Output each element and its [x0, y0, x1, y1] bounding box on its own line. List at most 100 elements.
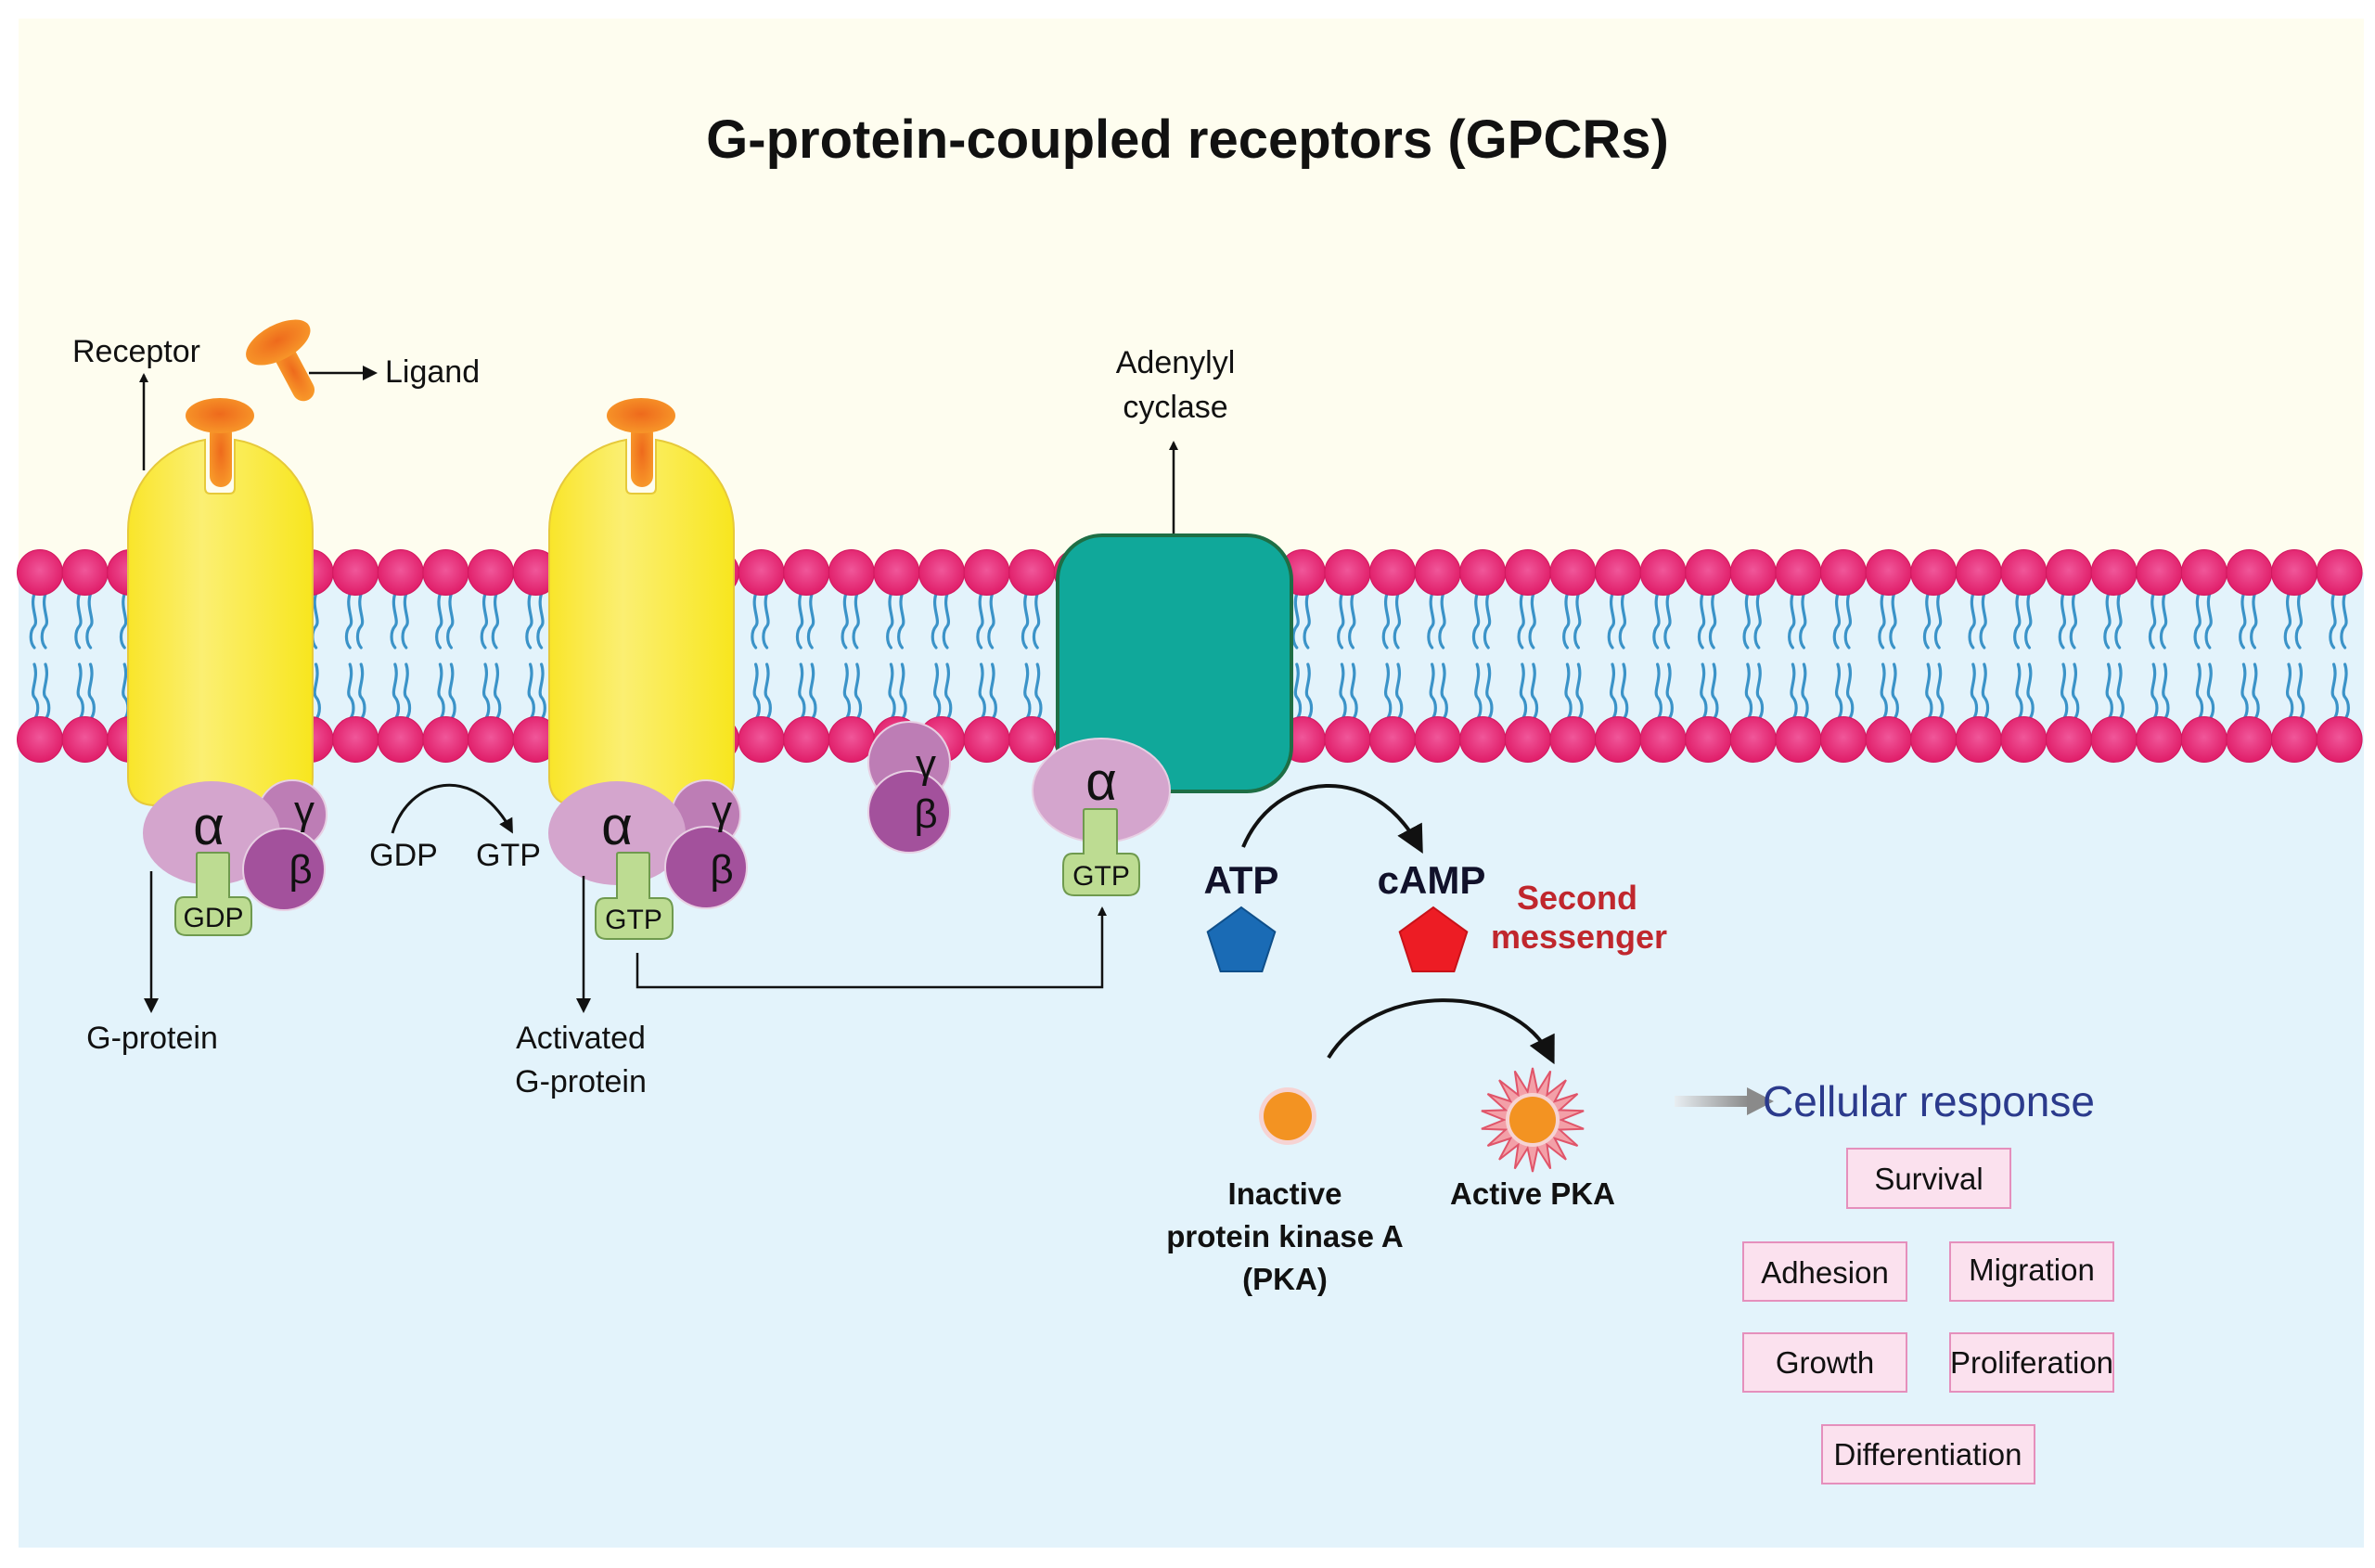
phospholipid-head [1865, 716, 1912, 763]
lipid-tail [1471, 592, 1481, 649]
phospholipid-head [1459, 549, 1507, 596]
lipid-tail [1834, 662, 1843, 721]
lipid-tail [1880, 662, 1888, 721]
lipid-tail [525, 592, 533, 649]
phospholipid-head [2271, 716, 2317, 763]
gamma-label: γ [712, 788, 732, 833]
phospholipid-head [963, 716, 1010, 763]
phospholipid-head [738, 549, 785, 596]
lipid-tail [527, 662, 535, 721]
lipid-tail [841, 592, 849, 649]
lipid-tail [1755, 662, 1765, 721]
bound-ligand-icon [607, 398, 675, 487]
phospholipid-head [2000, 716, 2048, 763]
lipid-tail [401, 592, 409, 649]
lipid-tail [481, 662, 491, 721]
free-ligand-icon [246, 319, 315, 402]
lipid-tail [1801, 662, 1809, 721]
svg-text:Survival: Survival [1874, 1162, 1983, 1196]
beta-label: β [289, 847, 312, 893]
lipid-tail [2193, 592, 2202, 649]
phospholipid-head [1324, 549, 1371, 596]
lipid-tail [2114, 592, 2123, 649]
lipid-tail [2294, 592, 2304, 649]
beta-gamma-dimer: γ β [867, 721, 951, 854]
alpha-gtp-at-cyclase: α GTP [1032, 738, 1171, 896]
lipid-tail [978, 662, 986, 721]
lipid-tail [806, 592, 815, 649]
receptor-body [547, 438, 736, 806]
phospholipid-head [1729, 716, 1777, 763]
lipid-tail [355, 592, 365, 649]
lipid-tail [40, 592, 49, 649]
activated-g-protein-label-1: Activated [516, 1021, 646, 1056]
lipid-tail [1337, 592, 1345, 649]
lipid-tail [1429, 662, 1437, 721]
lipid-tail [944, 662, 953, 721]
lipid-tail [76, 662, 84, 721]
gamma-label: γ [916, 741, 936, 787]
phospholipid-head [1910, 716, 1958, 763]
lipid-tail [493, 662, 502, 721]
lipid-tail [2015, 662, 2023, 721]
lipid-tail [2150, 662, 2159, 721]
beta-label: β [914, 791, 937, 837]
lipid-tail [1708, 592, 1717, 649]
lipid-tail [1843, 592, 1853, 649]
beta-subunit [242, 828, 326, 911]
lipid-tail [2071, 662, 2080, 721]
lipid-tail [1474, 662, 1483, 721]
lipid-tail [1519, 662, 1528, 721]
receptor-active [547, 398, 736, 806]
gtp-bound-nucleotide [1062, 808, 1140, 896]
lipid-tail [1485, 662, 1494, 721]
lipid-tail [1564, 662, 1573, 721]
lipid-tail [1925, 662, 1933, 721]
gdp-bound-label: GDP [183, 903, 243, 933]
lipid-tail [1979, 592, 1987, 649]
svg-text:Migration: Migration [1969, 1253, 2095, 1287]
lipid-tail [1663, 592, 1672, 649]
phospholipid-head [2090, 549, 2138, 596]
second-messenger-label-1: Second [1517, 879, 1637, 917]
lipid-tail [536, 592, 545, 649]
lipid-tail [2340, 592, 2348, 649]
lipid-tail [1562, 592, 1571, 649]
lipid-tail [435, 592, 443, 649]
lipid-tail [886, 592, 894, 649]
lipid-tail [1530, 662, 1539, 721]
lipid-tail [1790, 662, 1798, 721]
phospholipid-head [17, 716, 63, 763]
lipid-tail [85, 592, 94, 649]
lipid-tail [1970, 662, 1979, 721]
lipid-tail [1483, 592, 1492, 649]
phospholipid-head [1549, 716, 1597, 763]
lipid-tail [932, 662, 942, 721]
second-messenger-label-2: messenger [1491, 918, 1667, 956]
lipid-tail [390, 592, 398, 649]
lipid-tail [899, 662, 907, 721]
lipid-tail [1394, 662, 1404, 721]
phospholipid-head [783, 716, 830, 763]
lipid-tail [347, 662, 355, 721]
lipid-tail [854, 662, 863, 721]
lipid-tail [119, 592, 128, 649]
lipid-tail [31, 662, 40, 721]
lipid-tail [403, 662, 412, 721]
phospholipid-head [1504, 716, 1551, 763]
lipid-tail [1034, 662, 1043, 721]
lipid-tail [1845, 662, 1855, 721]
phospholipid-head [468, 549, 514, 596]
lipid-tail [1339, 662, 1347, 721]
lipid-tail [87, 662, 96, 721]
diagram-title: G-protein-coupled receptors (GPCRs) [706, 109, 1669, 170]
extracellular-space [19, 19, 2364, 572]
phospholipid-head [783, 549, 830, 596]
phospholipid-head [873, 549, 920, 596]
lipid-tail [2252, 662, 2260, 721]
adenylyl-cyclase-label-1: Adenylyl [1116, 345, 1236, 380]
lipid-tail [1742, 592, 1751, 649]
lipid-tail [976, 592, 984, 649]
lipid-tail [1788, 592, 1796, 649]
response-growth: Growth [1742, 1332, 1907, 1393]
